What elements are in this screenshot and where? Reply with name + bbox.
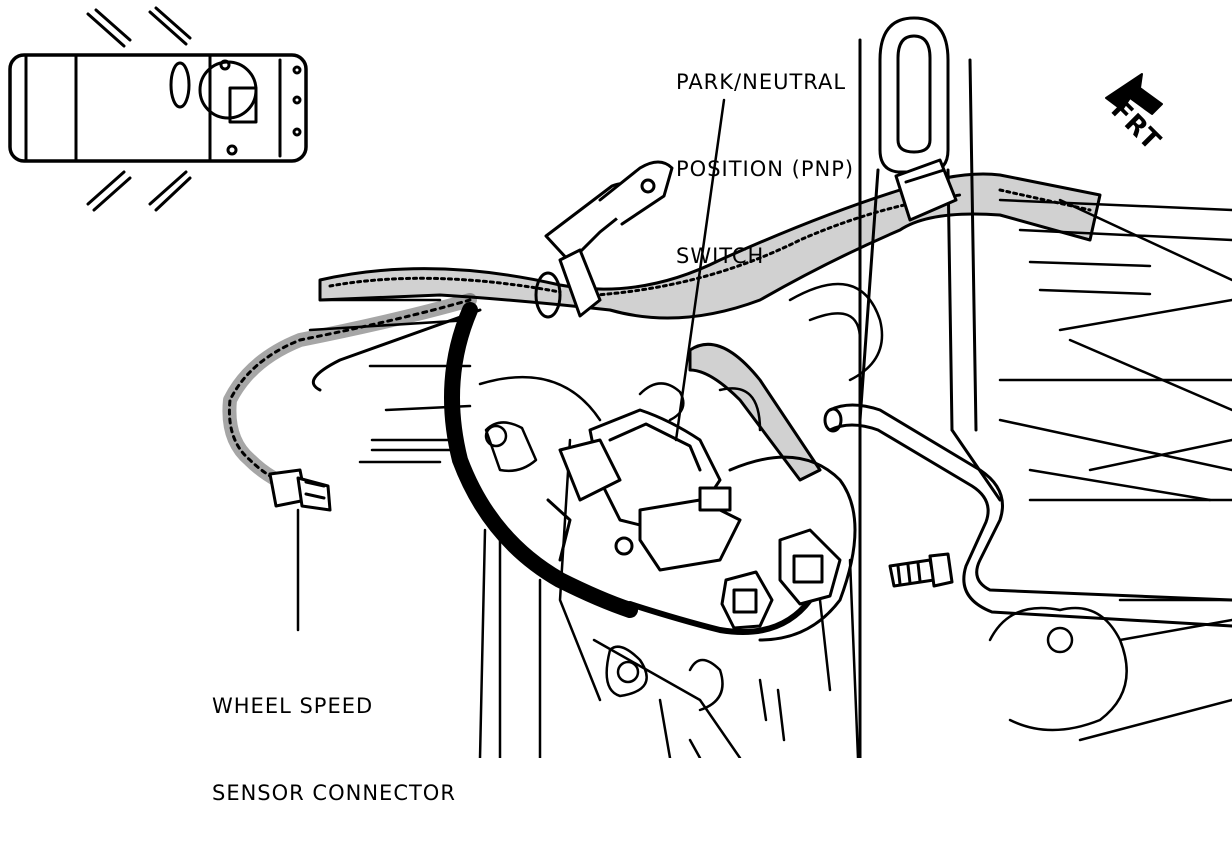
wheel-speed-sensor-label: WHEEL SPEED SENSOR CONNECTOR [212, 634, 456, 866]
pnp-leader-line [674, 98, 726, 442]
pnp-label-line-1: PARK/NEUTRAL [676, 70, 847, 94]
mounting-bolt [888, 552, 954, 588]
diagram-canvas: PARK/NEUTRAL POSITION (PNP) SWITCH WHEEL… [8, 6, 1232, 805]
main-wire-harness [222, 172, 1102, 642]
vehicle-locator-inset [8, 6, 308, 212]
harness-clips [544, 158, 958, 318]
pnp-label-line-3: SWITCH [676, 244, 765, 268]
wss-label-line-2: SENSOR CONNECTOR [212, 781, 456, 805]
pnp-label-line-2: POSITION (PNP) [676, 157, 855, 181]
wss-label-line-1: WHEEL SPEED [212, 694, 374, 718]
pnp-switch [546, 408, 742, 572]
electrical-connectors [720, 528, 842, 630]
engine-harness-illustration [8, 6, 1232, 758]
metal-tube [823, 403, 1232, 628]
mounting-bracket [858, 16, 1002, 758]
pnp-switch-label: PARK/NEUTRAL POSITION (PNP) SWITCH [676, 10, 854, 329]
engine-block-outline [988, 198, 1232, 742]
front-arrow-icon [1105, 73, 1163, 115]
wheel-speed-sensor-connector [268, 468, 332, 512]
background-engine-lines [308, 282, 884, 758]
